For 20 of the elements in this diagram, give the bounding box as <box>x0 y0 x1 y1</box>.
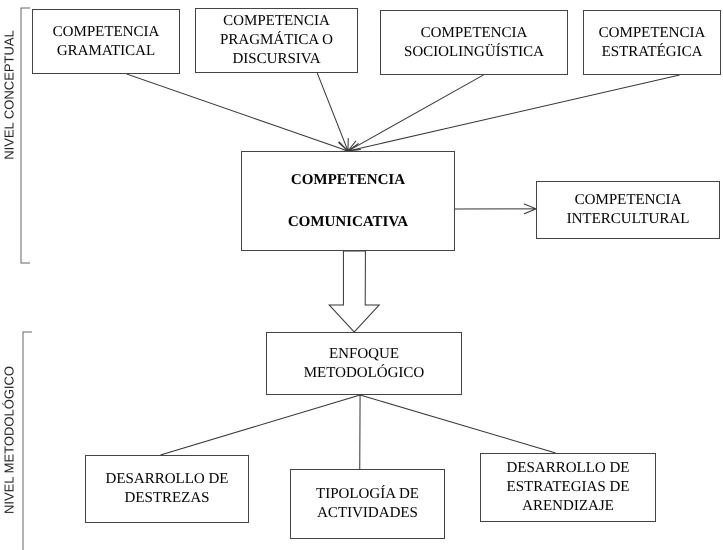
block-arrow <box>328 250 380 333</box>
concept-box: DESARROLLO DE DESTREZAS <box>85 455 249 523</box>
connector-line <box>360 394 556 454</box>
level-label: NIVEL CONCEPTUAL <box>0 30 18 160</box>
concept-box: COMPETENCIA GRAMATICAL <box>32 9 180 74</box>
arrow <box>348 74 484 152</box>
connector-line <box>359 394 361 470</box>
concept-box: COMPETENCIA INTERCULTURAL <box>536 181 720 239</box>
concept-box: COMPETENCIA PRAGMÁTICA O DISCURSIVA <box>195 8 358 73</box>
arrow <box>454 203 536 214</box>
level-label: NIVEL METODOLÓGICO <box>0 366 18 514</box>
concept-box: DESARROLLO DE ESTRATEGIAS DE ARENDIZAJE <box>480 453 656 522</box>
arrow <box>316 72 349 152</box>
concept-box: TIPOLOGÍA DE ACTIVIDADES <box>290 469 445 539</box>
concept-box: COMPETENCIA COMUNICATIVA <box>241 151 455 251</box>
concept-box: COMPETENCIA SOCIOLINGÜÍSTICA <box>380 10 568 75</box>
connector-line <box>160 394 361 456</box>
concept-box: ENFOQUE METODOLÓGICO <box>266 332 462 395</box>
concept-box: COMPETENCIA ESTRATÉGICA <box>583 10 721 75</box>
arrow <box>126 74 348 152</box>
